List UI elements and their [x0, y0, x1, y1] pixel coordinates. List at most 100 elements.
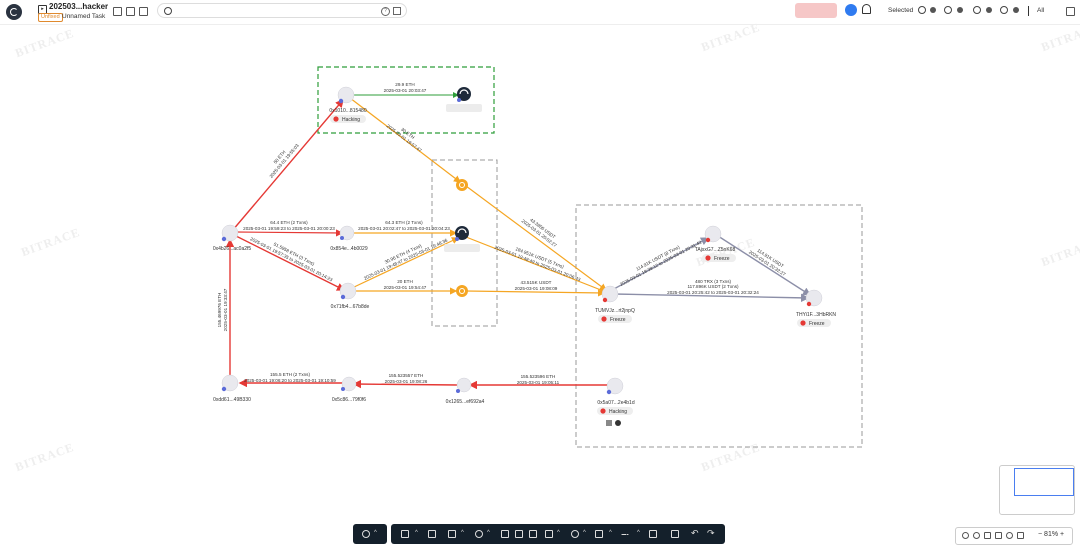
- chevron-up-icon[interactable]: ^: [583, 530, 586, 536]
- node-n2[interactable]: [446, 87, 482, 112]
- list-icon[interactable]: [1066, 7, 1075, 16]
- node-n3[interactable]: 0x4b26...ac0a2f5: [213, 224, 252, 252]
- edge-e10[interactable]: [465, 236, 608, 294]
- svg-text:155.5 ETH (2 Txns): 155.5 ETH (2 Txns): [270, 372, 310, 377]
- globe-icon[interactable]: [973, 532, 980, 539]
- edge-e9[interactable]: [465, 185, 607, 291]
- copy-icon[interactable]: [649, 530, 657, 538]
- edge-e17[interactable]: [352, 379, 459, 389]
- chevron-up-icon[interactable]: ^: [487, 530, 490, 536]
- svg-text:0x5a07...2e4b1d: 0x5a07...2e4b1d: [597, 400, 634, 406]
- node-n12[interactable]: 0xdd61...49B330: [213, 374, 251, 403]
- edge-e11[interactable]: [465, 289, 606, 297]
- node-n4[interactable]: 0x854e...4b0029: [330, 225, 368, 252]
- chevron-up-icon[interactable]: ^: [609, 530, 612, 536]
- node-n14[interactable]: 0x1265...ef692a4: [446, 377, 485, 405]
- node-n8[interactable]: [456, 285, 468, 297]
- edge-e3[interactable]: [349, 97, 461, 183]
- edge-e12[interactable]: [611, 237, 710, 291]
- svg-text:2025-03-01 19:39:12 to 2025-03: 2025-03-01 19:39:12 to 2025-03-01 20:31:…: [619, 239, 703, 287]
- eye-icon[interactable]: [362, 530, 370, 538]
- all-label[interactable]: All: [1037, 7, 1045, 14]
- edit-icon[interactable]: [113, 7, 122, 16]
- svg-text:43.515K USDT: 43.515K USDT: [521, 280, 552, 285]
- stack-icon[interactable]: [529, 530, 537, 538]
- chevron-up-icon[interactable]: ^: [374, 530, 377, 536]
- bell-icon[interactable]: [862, 4, 871, 14]
- eth-chain-icon: [455, 237, 459, 241]
- user-banner: [795, 3, 837, 18]
- copy-icon[interactable]: [393, 7, 401, 15]
- play-icon[interactable]: [401, 530, 409, 538]
- chevron-up-icon[interactable]: ^: [415, 530, 418, 536]
- chevron-up-icon[interactable]: ^: [637, 530, 640, 536]
- cube-icon[interactable]: [501, 530, 509, 538]
- svg-text:2025-03-01 19:57:35 to 2025-03: 2025-03-01 19:57:35 to 2025-03-01 20:14:…: [249, 236, 333, 282]
- group-box-green[interactable]: [317, 66, 495, 134]
- task-name[interactable]: Unnamed Task: [62, 13, 106, 20]
- node-n1[interactable]: 0x1010...815480 Hacking: [329, 86, 367, 123]
- minimap[interactable]: [999, 465, 1075, 515]
- edge-e13[interactable]: [717, 235, 812, 296]
- frame-icon[interactable]: [595, 530, 603, 538]
- fit-screen-icon[interactable]: [428, 530, 436, 538]
- avatar[interactable]: [845, 4, 857, 16]
- address-filter-icon[interactable]: [918, 6, 926, 14]
- edge-e2[interactable]: [231, 98, 344, 232]
- app-logo-icon[interactable]: [6, 4, 22, 20]
- eth-chain-icon: [221, 236, 227, 242]
- monitor-icon[interactable]: [1017, 532, 1024, 539]
- note-icon: [606, 420, 612, 426]
- group-box-gray[interactable]: [431, 159, 498, 327]
- svg-text:64.4 ETH (2 Txns): 64.4 ETH (2 Txns): [270, 220, 308, 225]
- folder-icon[interactable]: [126, 7, 135, 16]
- edge-label-e10: 184.951K USDT (5 Txns)2025-03-01 19:48:4…: [494, 245, 582, 283]
- svg-text:TUMVJz...rt2jnpQ: TUMVJz...rt2jnpQ: [595, 308, 635, 314]
- eth-chain-icon: [340, 236, 344, 240]
- svg-text:0x854e...4b0029: 0x854e...4b0029: [330, 246, 367, 252]
- node-n5[interactable]: [444, 226, 480, 252]
- redo-icon[interactable]: ↷: [707, 528, 715, 538]
- trash-icon[interactable]: [671, 530, 679, 538]
- node-n6[interactable]: 0x71fb4...67b8de: [331, 282, 370, 310]
- tx-filter-icon[interactable]: [973, 6, 981, 14]
- target-icon[interactable]: [1006, 532, 1013, 539]
- edge-e14[interactable]: [613, 293, 810, 303]
- node-n10[interactable]: TAjsxG7...Z5nK68 Freeze: [695, 225, 736, 262]
- help-icon[interactable]: ?: [381, 7, 390, 16]
- export-icon[interactable]: [139, 7, 148, 16]
- zoom-level[interactable]: − 81% +: [1038, 531, 1065, 538]
- layout-icon[interactable]: [475, 530, 483, 538]
- grid-icon[interactable]: [995, 532, 1002, 539]
- chevron-up-icon[interactable]: ^: [461, 530, 464, 536]
- node-n11[interactable]: THYi1F...3HbRKN Freeze: [796, 289, 836, 327]
- edge-e6[interactable]: [235, 235, 346, 291]
- line-style-icon[interactable]: [621, 534, 629, 535]
- note-filter-icon[interactable]: [1000, 6, 1008, 14]
- chevron-up-icon[interactable]: ^: [557, 530, 560, 536]
- refresh-icon[interactable]: [571, 530, 579, 538]
- node-n9[interactable]: TUMVJz...rt2jnpQ Freeze: [595, 285, 635, 323]
- shuffle-icon[interactable]: [545, 530, 553, 538]
- svg-text:Freeze: Freeze: [809, 321, 825, 327]
- node-n15[interactable]: 0x5a07...2e4b1d Hacking: [597, 377, 635, 426]
- selected-count-badge: [986, 7, 992, 13]
- edge-e7[interactable]: [351, 237, 460, 289]
- node-n13[interactable]: 0x5c86...79f0f6: [332, 376, 366, 403]
- search-input[interactable]: ?: [157, 3, 407, 18]
- undo-icon[interactable]: ↶: [691, 528, 699, 538]
- svg-text:0x5c86...79f0f6: 0x5c86...79f0f6: [332, 397, 366, 403]
- selected-count-badge: [957, 7, 963, 13]
- svg-text:TAjsxG7...Z5nK68: TAjsxG7...Z5nK68: [695, 247, 736, 253]
- document-icon[interactable]: [515, 530, 523, 538]
- entity-filter-icon[interactable]: [944, 6, 952, 14]
- settings-icon[interactable]: [962, 532, 969, 539]
- layers-icon[interactable]: [984, 532, 991, 539]
- node-n7[interactable]: [456, 179, 468, 191]
- note-icon[interactable]: [448, 530, 456, 538]
- minimap-viewport[interactable]: [1014, 468, 1074, 496]
- edge-e4[interactable]: [235, 229, 344, 237]
